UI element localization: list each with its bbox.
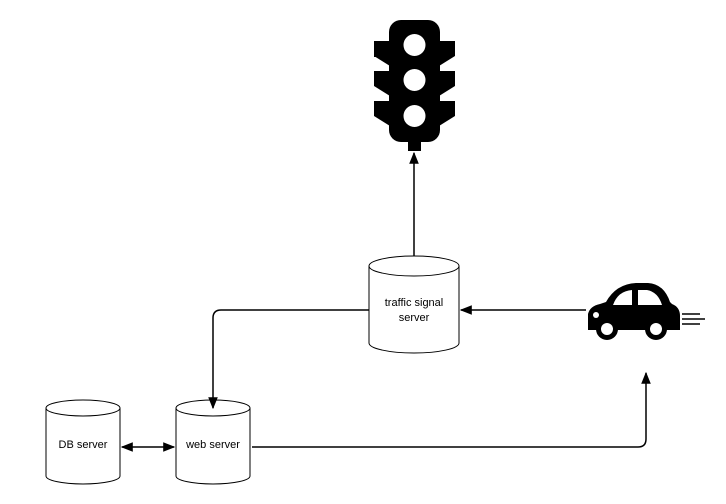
traffic-signal-server-label-line2: server bbox=[398, 311, 430, 324]
traffic-signal-server-label-line1: traffic signal bbox=[384, 297, 444, 309]
db-server-label: DB server bbox=[58, 439, 108, 451]
web-server-label: web server bbox=[186, 439, 240, 451]
car-icon bbox=[588, 283, 705, 340]
traffic-light-icon bbox=[374, 20, 455, 151]
db-server-node bbox=[45, 399, 121, 485]
traffic-signal-server-label: traffic signal server bbox=[369, 296, 459, 326]
edge-web-server-to-car bbox=[252, 371, 651, 448]
edge-traffic-signal-server-to-web-server bbox=[208, 309, 369, 410]
web-server-node bbox=[175, 399, 251, 485]
traffic-signal-server-node bbox=[368, 255, 460, 354]
